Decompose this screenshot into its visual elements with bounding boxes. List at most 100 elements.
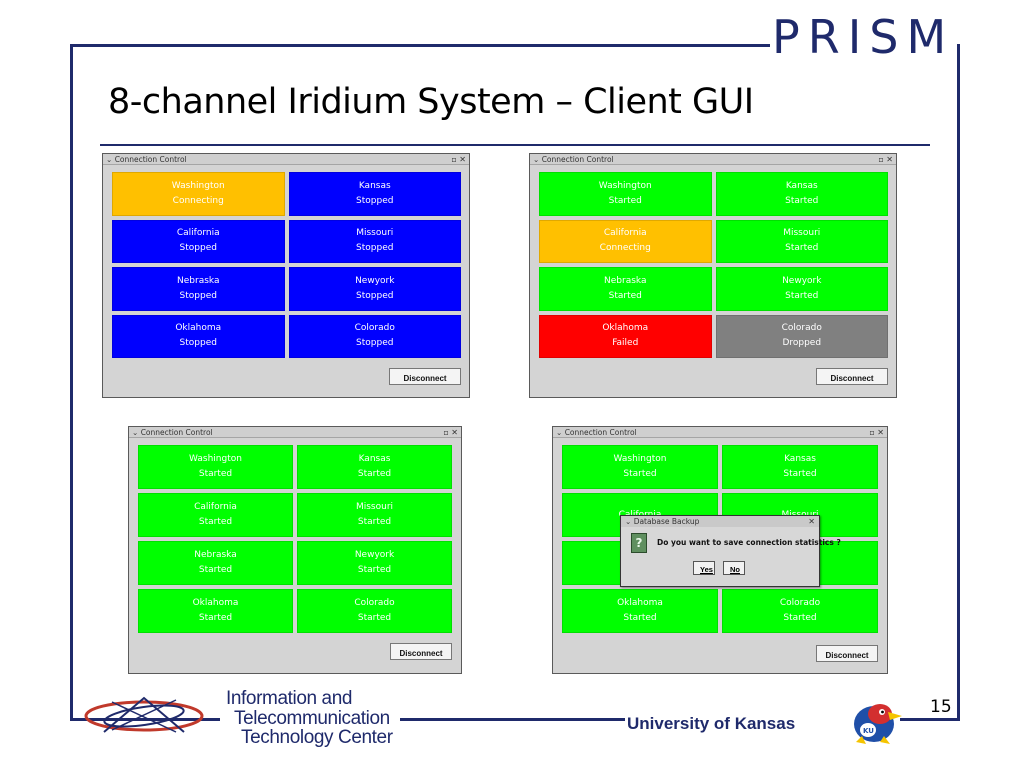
window-title: Connection Control	[564, 428, 637, 437]
channel-status: Stopped	[356, 338, 394, 349]
channel-name: Oklahoma	[617, 598, 663, 608]
question-icon: ?	[631, 533, 647, 553]
window-titlebar[interactable]: ⌄ Connection Control▫ ✕	[103, 154, 469, 165]
channel-status: Started	[785, 243, 819, 254]
channel-name: California	[194, 502, 237, 512]
database-backup-dialog: ⌄ Database Backup✕ ? Do you want to save…	[620, 515, 841, 587]
no-button[interactable]: No	[723, 561, 745, 575]
window-controls[interactable]: ▫ ✕	[869, 428, 884, 437]
channel-status: Dropped	[782, 338, 822, 349]
channel-name: Newyork	[354, 550, 395, 560]
channel-status: Stopped	[179, 338, 217, 349]
slide-title: 8-channel Iridium System – Client GUI	[108, 82, 754, 122]
chevron-down-icon[interactable]: ⌄	[106, 155, 113, 164]
channel-status: Started	[198, 469, 233, 479]
channel-name: California	[619, 508, 662, 523]
chevron-down-icon[interactable]: ⌄	[132, 428, 139, 437]
channel-status: Stopped	[356, 195, 394, 206]
channel-status: Started	[623, 469, 657, 479]
channel-status: Started	[357, 565, 392, 575]
window-title: Connection Control	[140, 428, 213, 437]
window-titlebar[interactable]: ⌄ Connection Control ▫ ✕	[553, 427, 887, 438]
frame-top-line	[70, 44, 770, 47]
window-titlebar[interactable]: ⌄ Connection Control ▫ ✕	[129, 427, 461, 438]
frame-bottom-line-left	[70, 718, 220, 721]
chevron-down-icon[interactable]: ⌄	[533, 155, 540, 164]
channel-name: Kansas	[358, 454, 391, 464]
frame-right-line	[957, 44, 960, 721]
channel-name: Nebraska	[194, 550, 237, 560]
window-controls[interactable]: ▫ ✕	[878, 155, 893, 164]
channel-status: Started	[198, 613, 233, 623]
close-icon[interactable]: ✕	[808, 517, 815, 526]
channel-status: Started	[357, 517, 392, 527]
channel-name: Oklahoma	[602, 323, 649, 334]
disconnect-button[interactable]: Disconnect	[390, 643, 452, 660]
channel-name: Colorado	[779, 598, 821, 608]
channel-name: Washington	[171, 180, 225, 191]
ittc-logo-text: Information and Telecommunication Techno…	[226, 689, 393, 748]
chevron-down-icon[interactable]: ⌄	[625, 517, 632, 526]
channel-status: Started	[783, 469, 817, 479]
window-controls[interactable]: ▫ ✕	[451, 155, 466, 164]
channel-status: Started	[608, 290, 642, 301]
disconnect-button[interactable]: Disconnect	[389, 368, 461, 385]
dialog-titlebar[interactable]: ⌄ Database Backup✕	[621, 516, 819, 527]
channel-name: Oklahoma	[175, 323, 222, 334]
disconnect-button[interactable]: Disconnect	[816, 368, 888, 385]
dialog-message: Do you want to save connection statistic…	[657, 538, 841, 547]
disconnect-button[interactable]: Disconnect	[816, 645, 878, 662]
ittc-line-1: Information and	[226, 688, 353, 709]
channel-name: Colorado	[354, 323, 395, 334]
ittc-line-3: Technology Center	[241, 727, 393, 748]
channel-name: Oklahoma	[192, 598, 239, 608]
window-controls[interactable]: ▫ ✕	[443, 428, 458, 437]
channel-status: Started	[783, 613, 817, 623]
title-underline	[100, 144, 930, 146]
channel-status: Connecting	[599, 243, 651, 254]
channel-name: Newyork	[782, 275, 822, 286]
channel-name: Colorado	[354, 598, 395, 608]
window-title: Connection Control	[541, 155, 614, 164]
window-titlebar[interactable]: ⌄ Connection Control ▫ ✕	[530, 154, 896, 165]
channel-status: Started	[623, 613, 657, 623]
frame-left-line	[70, 44, 73, 721]
channel-status: Started	[198, 565, 233, 575]
university-name: University of Kansas	[627, 714, 796, 733]
yes-button[interactable]: Yes	[693, 561, 715, 575]
chevron-down-icon[interactable]: ⌄	[556, 428, 563, 437]
channel-name: Kansas	[785, 180, 818, 191]
